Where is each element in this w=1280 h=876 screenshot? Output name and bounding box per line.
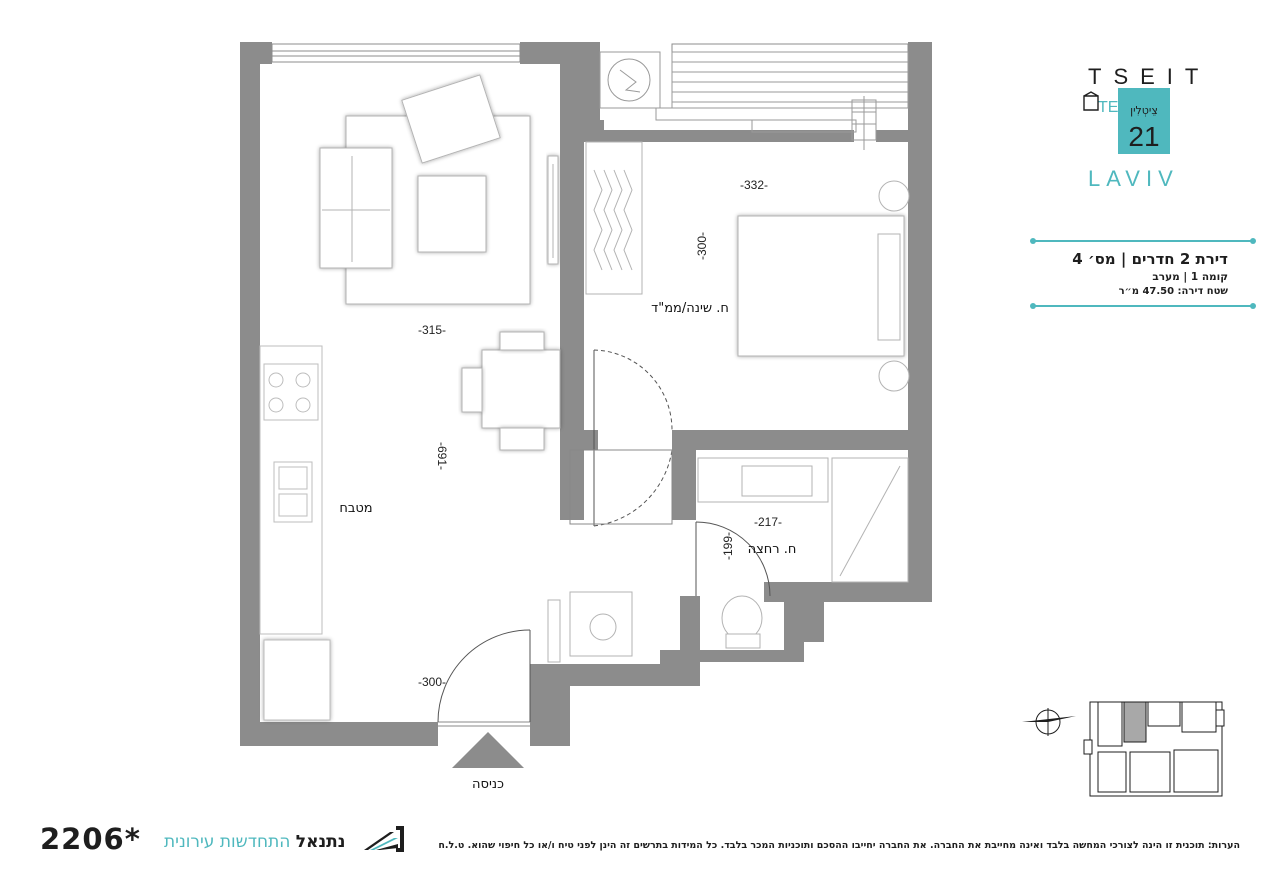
compass-icon	[1022, 708, 1076, 736]
entrance-arrow-icon	[452, 732, 524, 768]
doors	[437, 349, 771, 727]
dim-living-width: -315-	[418, 323, 446, 337]
key-plan	[1022, 701, 1225, 797]
info-bottom-rule	[1030, 303, 1256, 309]
dim-bedroom-width: -332-	[740, 178, 768, 192]
kitchen-counter	[259, 345, 331, 721]
developer-name-black: נתנאל	[295, 832, 346, 852]
dim-entry-width: -300-	[418, 675, 446, 689]
developer-brand: נתנאל התחדשות עירונית	[164, 818, 414, 858]
unit-info-panel: דירת 2 חדרים | מס׳ 4 קומה 1 | מערב שטח ד…	[1030, 238, 1256, 309]
info-top-rule	[1030, 238, 1256, 244]
balcony	[599, 51, 909, 150]
unit-title: דירת 2 חדרים | מס׳ 4	[1072, 250, 1228, 268]
disclaimer-notes: הערות: תוכנית זו הינה לצורכי המחשה בלבד …	[438, 840, 1240, 851]
logo-hebrew: צֵיטְלִין	[1130, 104, 1158, 117]
walls	[240, 42, 932, 746]
room-label-kitchen: מטבח	[339, 501, 372, 516]
unit-area: שטח דירה: 47.50 מ״ר	[1118, 286, 1228, 297]
dim-bedroom-depth: -300-	[695, 232, 709, 260]
logo-top-letters: TSEITLIN	[1088, 64, 1210, 89]
room-label-bedroom: ח. שינה/ממ"ד	[651, 301, 729, 316]
plan-code: 2206*	[40, 822, 141, 856]
logo-bottom-word: LAVIV	[1088, 166, 1179, 191]
book-icon	[1083, 91, 1099, 111]
logo-block	[1118, 88, 1170, 154]
living-furniture	[319, 74, 559, 305]
windows	[271, 43, 909, 63]
developer-logo-icon	[364, 826, 404, 852]
logo-tel: TEL	[1098, 99, 1127, 116]
dim-bath-width: -217-	[754, 515, 782, 529]
bathroom-fixtures	[697, 457, 909, 649]
laundry	[547, 591, 633, 663]
room-label-bathroom: ח. רחצה	[748, 542, 797, 557]
project-logo: TSEITLIN צֵיטְלִין 21 LAVIV TEL	[1083, 64, 1210, 191]
dim-living-depth: -691-	[435, 442, 449, 470]
dim-bath-depth: -199-	[721, 532, 735, 560]
developer-name-blue: התחדשות עירונית	[164, 832, 291, 852]
bedroom-furniture	[585, 141, 910, 392]
dining-set	[461, 331, 561, 451]
logo-number: 21	[1128, 121, 1159, 152]
developer-name: נתנאל התחדשות עירונית	[164, 832, 345, 852]
room-label-entrance: כניסה	[472, 777, 504, 792]
unit-floor: קומה 1 | מערב	[1152, 271, 1228, 283]
